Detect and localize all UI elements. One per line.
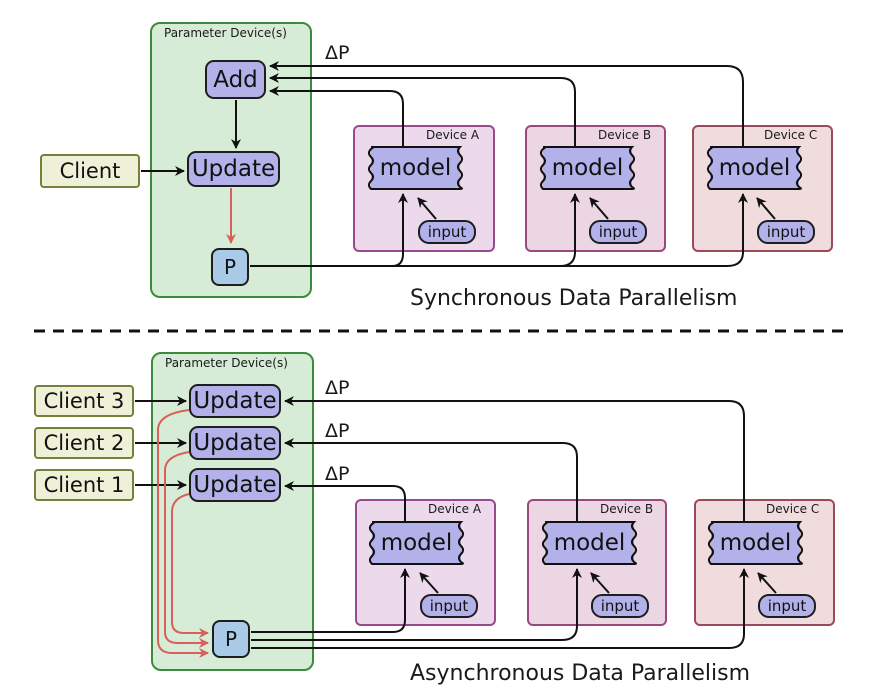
async-client-3-box: Client 3 <box>34 385 134 417</box>
async-delta-a-arrow <box>284 481 406 522</box>
async-update-1-to-p-arrow <box>171 493 209 638</box>
async-device-a-label: Device A <box>428 502 482 516</box>
async-title: Asynchronous Data Parallelism <box>410 661 751 686</box>
async-model-c-wave <box>708 521 803 565</box>
sync-device-c-model: model <box>710 147 799 189</box>
sync-add-node: Add <box>205 60 266 99</box>
async-p-to-model-b-arrow <box>251 568 582 641</box>
sync-device-a-model: model <box>371 147 460 189</box>
sync-device-a-label: Device A <box>426 128 480 142</box>
async-device-b-model: model <box>545 522 634 564</box>
sync-device-a-input: input <box>418 220 476 244</box>
sync-p-to-model-a-arrow <box>250 193 408 267</box>
async-update-node-3: Update <box>189 384 281 418</box>
async-device-a-input: input <box>420 594 478 618</box>
sync-delta-c-arrow <box>269 61 744 147</box>
sync-device-b-input: input <box>589 220 647 244</box>
async-device-b-input: input <box>591 594 649 618</box>
sync-model-a-wave <box>368 146 463 190</box>
sync-title: Synchronous Data Parallelism <box>410 286 738 311</box>
sync-delta-b-arrow <box>269 73 576 147</box>
sync-delta-label: ΔP <box>325 42 350 64</box>
async-delta-label-3: ΔP <box>325 377 350 399</box>
sync-model-b-wave <box>540 146 635 190</box>
sync-input-b-arrow <box>589 197 609 220</box>
async-model-a-wave <box>369 521 464 565</box>
async-parameter-node: P <box>212 620 250 658</box>
sync-input-c-arrow <box>756 197 776 220</box>
async-device-c-input: input <box>758 594 816 618</box>
async-input-c-arrow <box>757 572 777 594</box>
async-device-a-model: model <box>372 522 461 564</box>
sync-device-c-label: Device C <box>764 128 818 142</box>
async-model-b-wave <box>542 521 637 565</box>
sync-parameter-device-label: Parameter Device(s) <box>164 26 287 40</box>
async-device-c-model: model <box>711 522 800 564</box>
sync-parameter-node: P <box>211 248 249 286</box>
sync-p-to-model-b-arrow <box>250 193 580 267</box>
sync-update-node: Update <box>187 151 280 187</box>
async-parameter-device-label: Parameter Device(s) <box>165 356 288 370</box>
sync-model-c-wave <box>707 146 802 190</box>
sync-device-b-label: Device B <box>598 128 652 142</box>
async-client-1-box: Client 1 <box>34 469 134 501</box>
async-update-3-to-p-arrow <box>157 409 209 658</box>
async-update-node-1: Update <box>189 468 281 502</box>
sync-client-box: Client <box>40 154 140 188</box>
async-client-2-box: Client 2 <box>34 427 134 459</box>
async-device-b-label: Device B <box>600 502 654 516</box>
async-input-a-arrow <box>419 572 439 594</box>
sync-delta-a-arrow <box>269 86 404 147</box>
async-delta-c-arrow <box>284 396 745 522</box>
async-device-c-label: Device C <box>766 502 820 516</box>
sync-input-a-arrow <box>417 197 437 220</box>
sync-device-b-model: model <box>543 147 632 189</box>
async-delta-b-arrow <box>284 438 578 522</box>
async-p-to-model-c-arrow <box>251 568 749 649</box>
sync-p-to-model-c-arrow <box>250 193 748 267</box>
async-update-node-2: Update <box>189 426 281 460</box>
sync-device-c-input: input <box>757 220 815 244</box>
async-delta-label-1: ΔP <box>325 463 350 485</box>
async-delta-label-2: ΔP <box>325 420 350 442</box>
async-p-to-model-a-arrow <box>251 568 410 633</box>
async-input-b-arrow <box>590 572 610 594</box>
async-update-2-to-p-arrow <box>164 451 209 648</box>
